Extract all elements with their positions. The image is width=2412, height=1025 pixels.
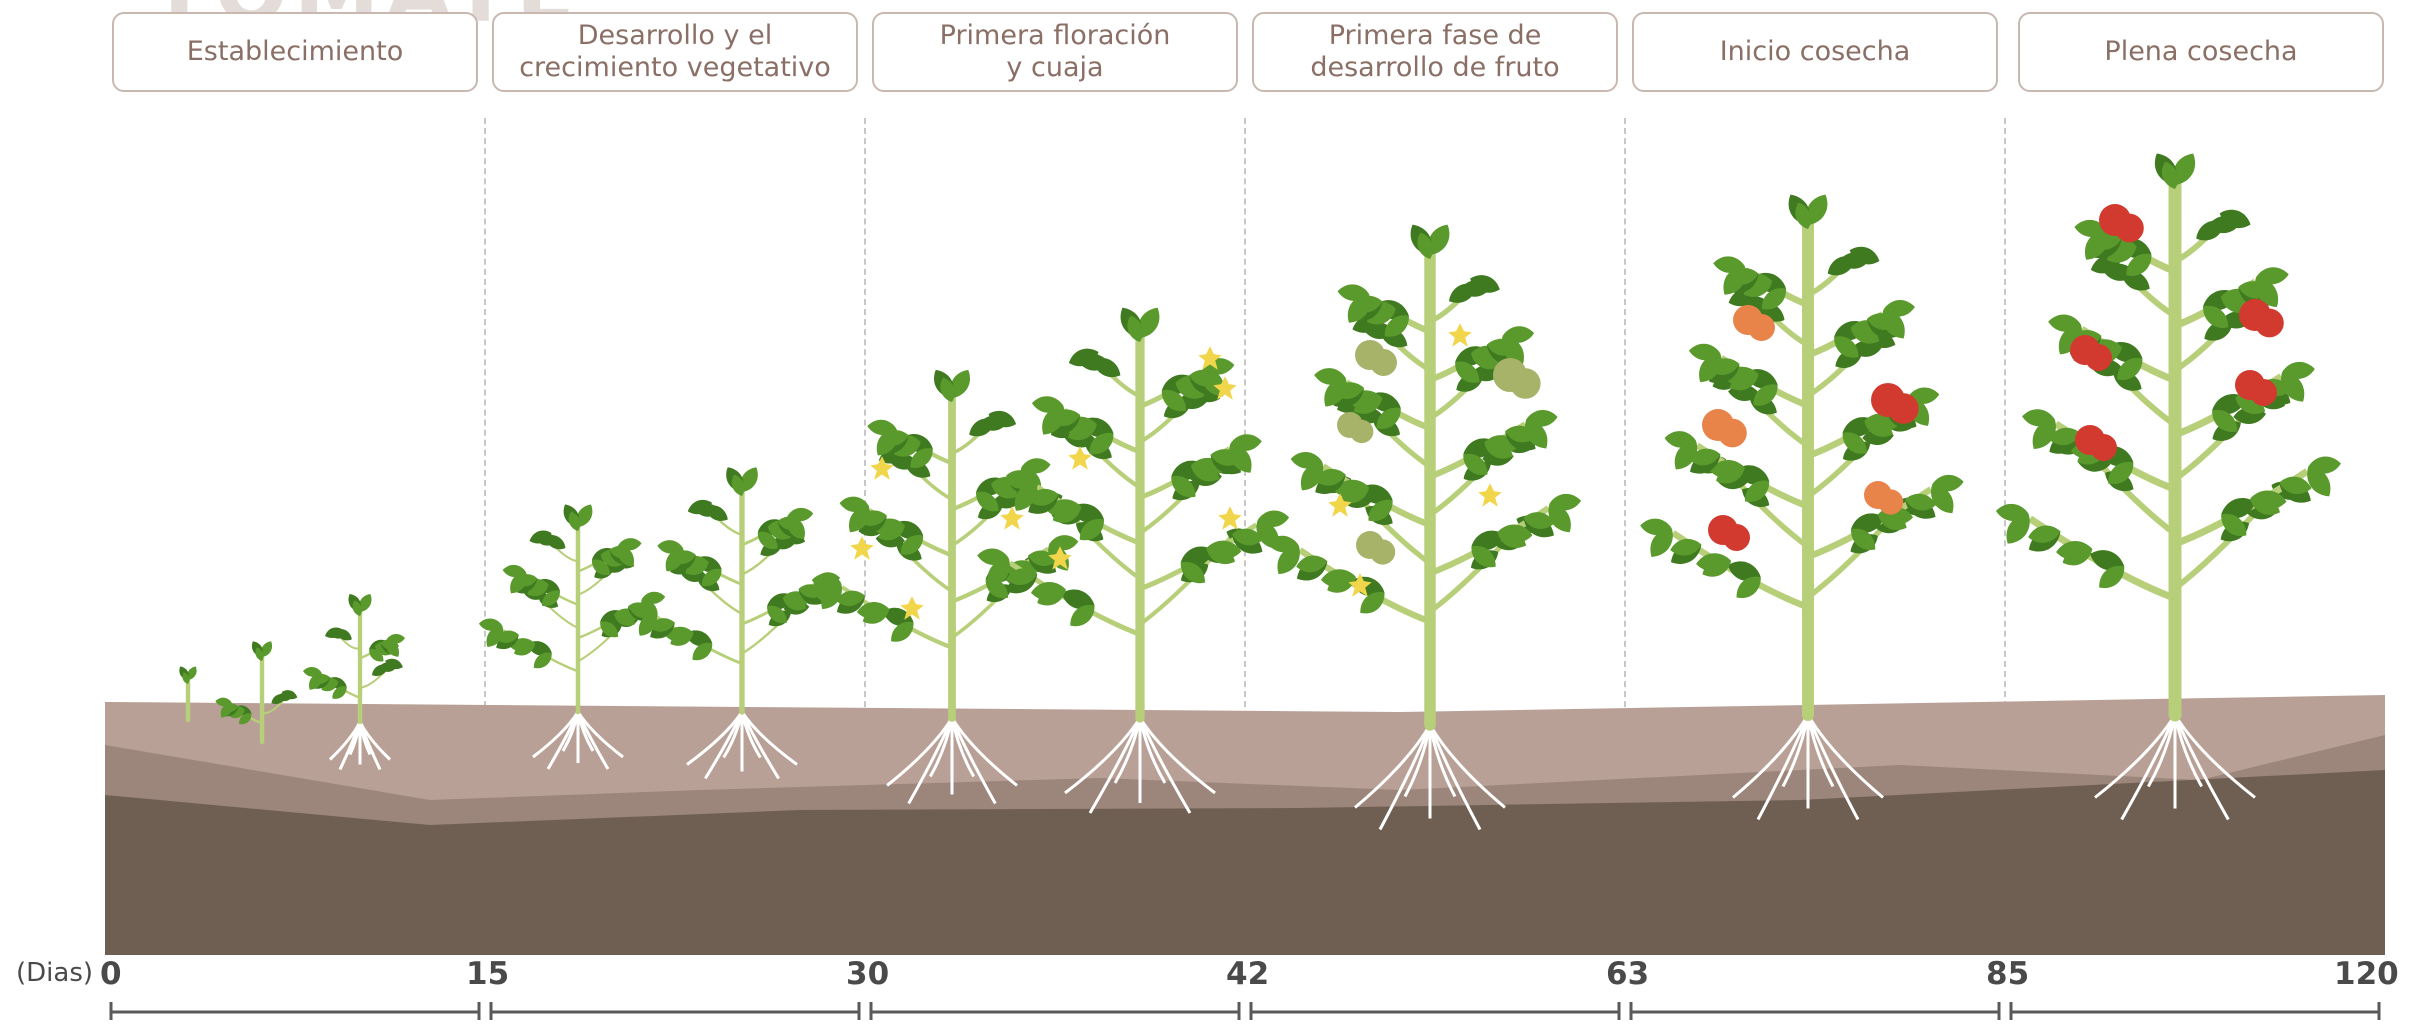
day-label: 30 [846,956,889,992]
axis-bracket [871,1002,1239,1020]
fruit [1888,393,1919,424]
axis-bracket [491,1002,859,1020]
day-label: 15 [466,956,509,992]
fruit [1878,489,1903,514]
day-label: 120 [2334,956,2399,992]
day-label: 63 [1606,956,1649,992]
fruit [1748,314,1775,341]
flower [1218,506,1241,529]
axis-bracket [111,1002,479,1020]
axis-bracket [1631,1002,1999,1020]
fruit [2255,309,2284,338]
fruit [2090,434,2117,461]
fruit [1718,419,1747,448]
fruit [1510,368,1541,399]
axis-unit-label: (Dias) [16,958,93,988]
fruit [2250,379,2277,406]
day-label: 0 [100,956,122,992]
flower [1478,483,1501,506]
flower [850,536,873,559]
fruit [1370,539,1395,564]
axis-bracket [2011,1002,2379,1020]
day-label: 42 [1226,956,1269,992]
fruit [1350,420,1373,443]
flower [1448,323,1471,346]
fruit [2115,214,2144,243]
day-label: 85 [1986,956,2029,992]
fruit [1370,349,1397,376]
fruit [1723,524,1750,551]
fruit [2085,344,2112,371]
axis-bracket [1251,1002,1619,1020]
